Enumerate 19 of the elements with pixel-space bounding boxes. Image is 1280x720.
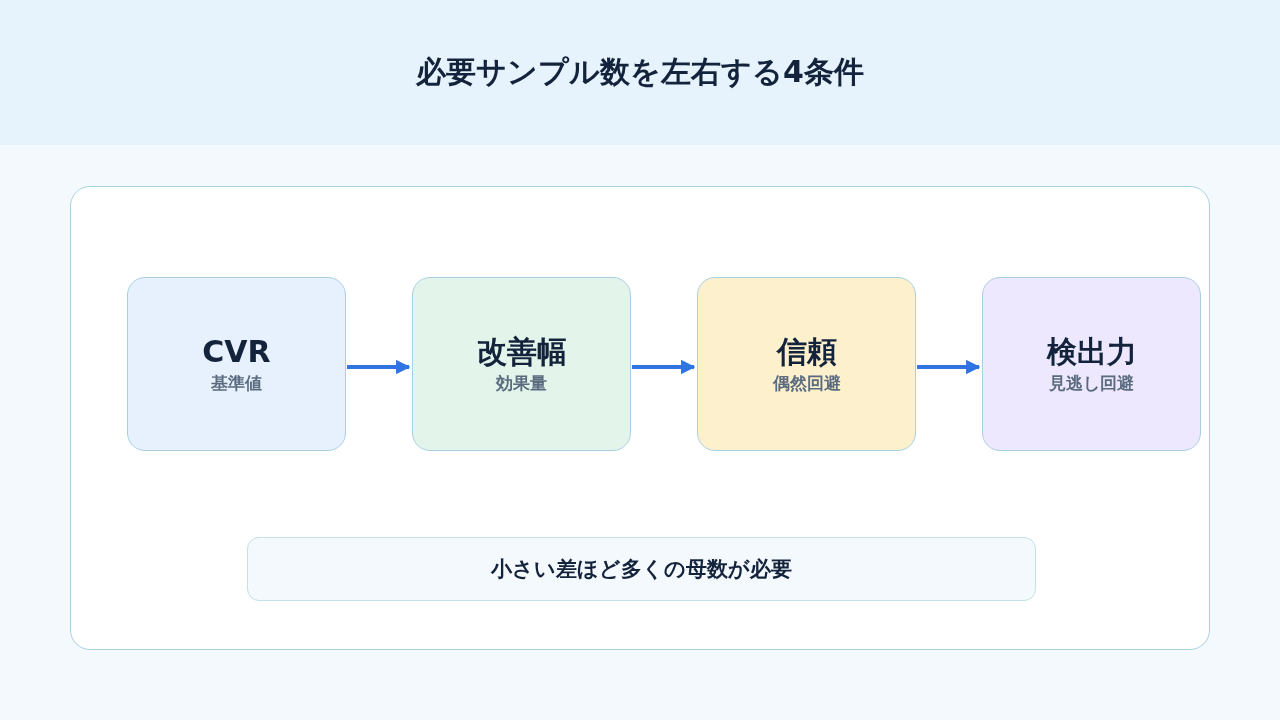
card-heading: 検出力 [1046,333,1137,370]
card-heading: 信頼 [776,333,837,370]
condition-card [982,277,1201,451]
card-subtitle: 見逃し回避 [1049,371,1134,395]
card-subtitle: 基準値 [211,371,262,395]
arrow [917,359,981,375]
condition-card [412,277,631,451]
arrow [632,359,696,375]
card-subtitle: 効果量 [496,371,547,395]
card-heading: 改善幅 [476,333,567,370]
panel-background [70,186,1210,650]
condition-card [697,277,916,451]
condition-card [127,277,346,451]
arrow [347,359,411,375]
card-subtitle: 偶然回避 [772,371,841,395]
note-box [247,537,1036,601]
title: 必要サンプル数を左右する4条件 [415,53,865,91]
card-heading: CVR [202,333,271,370]
note-text: 小さい差ほど多くの母数が必要 [491,556,792,583]
